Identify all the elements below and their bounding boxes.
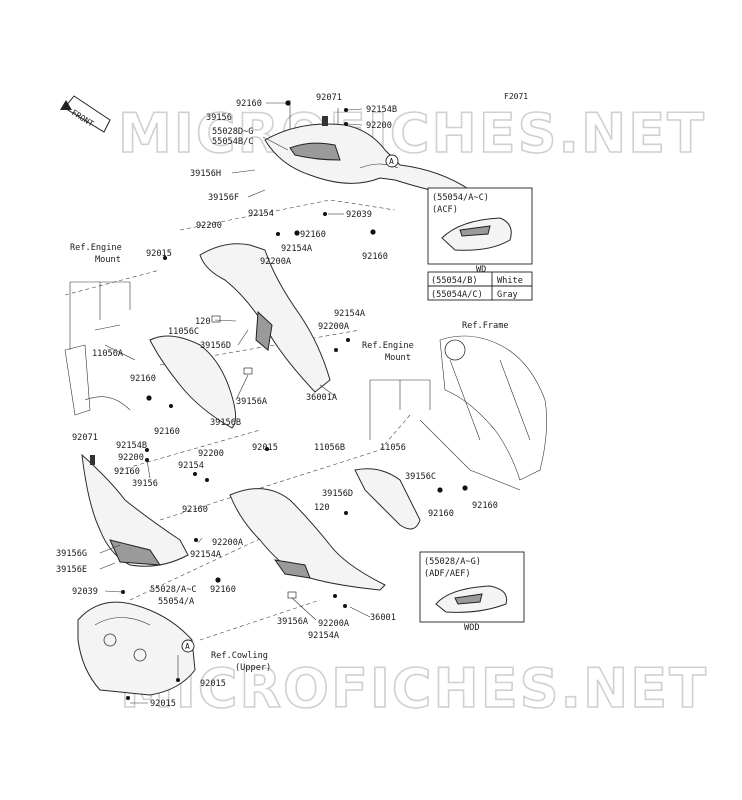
callout-36001a: 36001A [306,393,338,403]
callout-11056: 11056 [380,443,406,453]
callout-92154a-c: 92154A [190,550,222,560]
inset-top-line2: (ACF) [432,205,458,215]
ref-engine-mount-left-1: Ref.Engine [70,243,122,253]
inset-top-line1: (55054/A~C) [432,193,489,203]
callout-120-b: 120 [314,503,330,513]
callout-92154b-top: 92154B [366,105,397,115]
ref-frame: Ref.Frame [462,321,509,331]
callout-92015-d: 92015 [150,699,176,709]
callout-92160-c: 92160 [362,252,388,262]
svg-text:A: A [389,157,394,166]
callout-92200-c: 92200 [198,449,224,459]
callout-92154a-a: 92154A [281,244,313,254]
callout-92071-b: 92071 [72,433,98,443]
callout-39156b: 39156B [210,418,241,428]
callout-92039-a: 92039 [346,210,372,220]
callout-92200-b: 92200 [118,453,144,463]
callout-92154a-b: 92154A [334,309,366,319]
front-arrow-icon: FRONT [60,95,111,133]
leader-lines [69,102,431,704]
callout-39156e: 39156E [56,565,87,575]
watermark-bottom: MICROFICHES.NET [120,657,708,720]
callout-92154b-b: 92154B [116,441,147,451]
callout-92200a-d: 92200A [318,619,350,629]
callout-55054bc: 55054B/C [212,137,253,147]
callout-36001: 36001 [370,613,396,623]
callout-92160-j: 92160 [210,585,236,595]
callout-39156g: 39156G [56,549,87,559]
side-panel-upper-part [149,335,236,429]
color-table: (55054/B) White (55054A/C) Gray [427,271,533,301]
ref-engine-mount-right-2: Mount [385,353,411,363]
callout-39156f: 39156F [208,193,239,203]
side-cover-lower-part [354,468,421,530]
callout-92200a-b: 92200A [318,322,350,332]
callout-92071-top: 92071 [316,93,342,103]
callout-92200a-a: 92200A [260,257,292,267]
ref-engine-mount-right-1: Ref.Engine [362,341,414,351]
color-table-part-0: (55054/B) [431,276,478,286]
ref-marker-a-bottom: A [181,639,195,653]
callout-92160-h: 92160 [428,509,454,519]
callout-92160-e: 92160 [154,427,180,437]
inset-bottom-caption: WOD [464,623,480,633]
ref-marker-a-top: A [385,154,399,168]
callout-92015-a: 92015 [146,249,172,259]
callout-92039-b: 92039 [72,587,98,597]
callout-120-a: 120 [195,317,211,327]
callout-92160-f: 92160 [114,467,140,477]
side-fairing-lower-part [229,488,386,591]
watermark-top: MICROFICHES.NET [118,102,706,165]
callout-39156d-a: 39156D [200,341,231,351]
callout-39156-b: 39156 [132,479,158,489]
callout-92154-b: 92154 [178,461,204,471]
frame-sketch [419,335,547,491]
callout-92160-d: 92160 [130,374,156,384]
callout-92200-a: 92200 [196,221,222,231]
engine-mount-sketch [64,324,131,416]
color-table-part-1: (55054A/C) [431,290,483,300]
callout-92200-top: 92200 [366,121,392,131]
callout-92160-g: 92160 [182,505,208,515]
callout-39156a-a: 39156A [236,397,268,407]
callout-39156a-b: 39156A [277,617,309,627]
callout-55028ac: 55028/A~C [150,585,197,595]
ref-cowling-2: (Upper) [235,663,271,673]
front-fairing-part [81,453,189,567]
callout-55054a: 55054/A [158,597,195,607]
fasteners [90,100,468,700]
inner-cover-upper-part [199,243,331,393]
callout-39156h: 39156H [190,169,221,179]
ref-cowling-1: Ref.Cowling [211,651,268,661]
ref-engine-mount-left-2: Mount [95,255,121,265]
inset-bottom: (55028/A~G) (ADF/AEF) WOD [419,551,525,633]
callout-92200a-c: 92200A [212,538,244,548]
callout-92154-a: 92154 [248,209,274,219]
callout-11056b: 11056B [314,443,345,453]
inset-bottom-line2: (ADF/AEF) [424,569,471,579]
callout-11056c: 11056C [168,327,199,337]
color-table-color-1: Gray [497,290,518,300]
callout-39156c: 39156C [405,472,436,482]
lower-duct-part [77,601,196,696]
callout-55028d: 55028D~G [212,127,253,137]
callout-92160-b: 92160 [300,230,326,240]
diagram-code: F2071 [504,92,528,101]
callout-39156d-b: 39156D [322,489,353,499]
callout-39156-top: 39156 [206,113,232,123]
reference-labels: Ref.Engine Mount Ref.Engine Mount Ref.Fr… [70,243,509,673]
callout-92160-i: 92160 [472,501,498,511]
callout-92154a-d: 92154A [308,631,340,641]
inset-top-caption: WD [476,265,486,275]
color-table-color-0: White [497,276,523,286]
inset-top: (55054/A~C) (ACF) WD [427,187,533,275]
callout-92015-c: 92015 [200,679,226,689]
callout-11056a: 11056A [92,349,124,359]
callout-labels: 92160 92071 92154B 92200 39156 55028D~G … [56,93,498,709]
callout-92015-b: 92015 [252,443,278,453]
svg-text:A: A [185,642,190,651]
callout-92160-top: 92160 [236,99,262,109]
inset-bottom-line1: (55028/A~G) [424,557,481,567]
